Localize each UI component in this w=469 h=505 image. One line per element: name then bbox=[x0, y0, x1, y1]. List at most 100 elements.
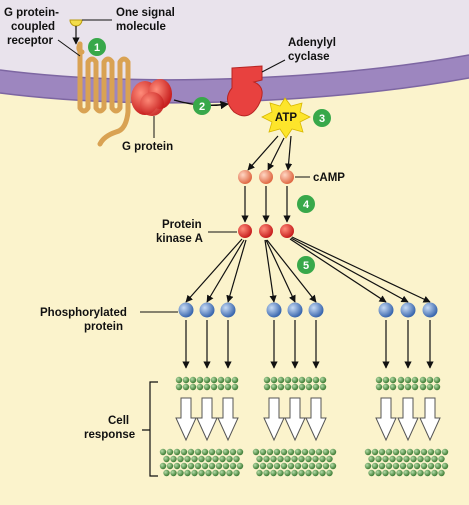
response-molecule bbox=[308, 448, 316, 456]
response-molecule bbox=[256, 469, 263, 477]
response-molecule bbox=[375, 383, 383, 391]
gpcr-label-line2: coupled bbox=[11, 21, 55, 33]
response-molecule bbox=[368, 469, 375, 477]
response-molecule bbox=[404, 383, 412, 391]
response-molecule bbox=[212, 455, 219, 463]
response-molecule bbox=[266, 462, 274, 470]
response-molecule bbox=[259, 462, 267, 470]
step-badge-1: 1 bbox=[88, 38, 106, 56]
response-molecule bbox=[294, 448, 302, 456]
response-molecule bbox=[231, 376, 239, 384]
step-badge-4: 4 bbox=[297, 195, 315, 213]
response-molecule bbox=[191, 469, 198, 477]
response-molecule bbox=[277, 383, 285, 391]
response-molecule bbox=[385, 448, 393, 456]
response-molecule bbox=[189, 376, 197, 384]
response-molecule bbox=[201, 448, 209, 456]
response-molecule bbox=[378, 448, 386, 456]
response-molecule bbox=[194, 448, 202, 456]
response-molecule bbox=[259, 448, 267, 456]
signal-molecule-icon bbox=[69, 19, 83, 27]
atp-camp-arrow-2 bbox=[267, 137, 285, 171]
response-molecule bbox=[233, 455, 240, 463]
response-molecule bbox=[219, 455, 226, 463]
response-molecule bbox=[397, 376, 405, 384]
response-molecule bbox=[319, 376, 327, 384]
response-molecule bbox=[203, 376, 211, 384]
response-molecule bbox=[438, 455, 445, 463]
response-molecule bbox=[382, 383, 390, 391]
response-molecule bbox=[305, 376, 313, 384]
response-molecule bbox=[208, 462, 216, 470]
response-molecule bbox=[308, 462, 316, 470]
response-molecule bbox=[284, 383, 292, 391]
response-molecule bbox=[196, 376, 204, 384]
response-molecule bbox=[266, 448, 274, 456]
response-molecule bbox=[252, 448, 260, 456]
response-molecule bbox=[315, 448, 323, 456]
response-molecule bbox=[184, 455, 191, 463]
response-molecule bbox=[410, 455, 417, 463]
response-molecule bbox=[231, 383, 239, 391]
response-molecule bbox=[396, 455, 403, 463]
response-molecule bbox=[233, 469, 240, 477]
atp-burst-icon bbox=[261, 97, 311, 139]
response-molecule bbox=[413, 448, 421, 456]
response-molecule bbox=[180, 448, 188, 456]
response-molecule bbox=[378, 462, 386, 470]
response-molecule bbox=[305, 383, 313, 391]
response-molecule bbox=[427, 448, 435, 456]
response-molecule bbox=[403, 455, 410, 463]
pka-molecule bbox=[259, 224, 273, 238]
svg-text:3: 3 bbox=[319, 113, 325, 125]
gpcr-receptor-icon bbox=[77, 41, 131, 147]
response-molecule bbox=[298, 376, 306, 384]
response-molecule bbox=[277, 455, 284, 463]
response-molecule bbox=[424, 455, 431, 463]
response-molecule bbox=[396, 469, 403, 477]
camp-molecule bbox=[280, 170, 294, 184]
response-molecule bbox=[159, 448, 167, 456]
response-molecule bbox=[287, 462, 295, 470]
response-molecule bbox=[180, 462, 188, 470]
response-amplify-arrow bbox=[305, 397, 327, 442]
response-molecule bbox=[291, 455, 298, 463]
signal-label-line1: One signal bbox=[116, 7, 175, 19]
response-molecule bbox=[364, 448, 372, 456]
response-amplify-arrow bbox=[284, 397, 306, 442]
response-molecule bbox=[322, 462, 330, 470]
response-amplify-arrow bbox=[217, 397, 239, 442]
response-molecule bbox=[410, 469, 417, 477]
cell-response-bracket bbox=[142, 381, 158, 477]
g-protein-icon bbox=[131, 79, 172, 116]
response-molecule bbox=[287, 448, 295, 456]
response-molecule bbox=[315, 462, 323, 470]
camp-molecule bbox=[259, 170, 273, 184]
response-molecule bbox=[270, 469, 277, 477]
response-molecule bbox=[229, 462, 237, 470]
response-molecule bbox=[187, 448, 195, 456]
response-molecule bbox=[198, 469, 205, 477]
response-molecule bbox=[252, 462, 260, 470]
response-molecule bbox=[159, 462, 167, 470]
response-molecule bbox=[236, 448, 244, 456]
response-molecule bbox=[208, 448, 216, 456]
response-amplify-arrow bbox=[375, 397, 397, 442]
adenylyl-label-line1: Adenylyl bbox=[288, 37, 336, 49]
response-molecule bbox=[298, 469, 305, 477]
response-molecule bbox=[427, 462, 435, 470]
response-molecule bbox=[291, 469, 298, 477]
response-molecule bbox=[177, 455, 184, 463]
pka-fanout-arrows bbox=[185, 236, 431, 303]
response-molecule bbox=[263, 376, 271, 384]
response-molecule bbox=[280, 462, 288, 470]
response-molecule bbox=[222, 462, 230, 470]
response-molecule bbox=[438, 469, 445, 477]
phospho-label-line2: protein bbox=[84, 321, 123, 333]
response-molecule bbox=[256, 455, 263, 463]
atp-camp-arrow-3 bbox=[284, 135, 293, 171]
adenylyl-label-line2: cyclase bbox=[288, 51, 330, 63]
response-molecule bbox=[441, 448, 449, 456]
response-molecule bbox=[224, 383, 232, 391]
